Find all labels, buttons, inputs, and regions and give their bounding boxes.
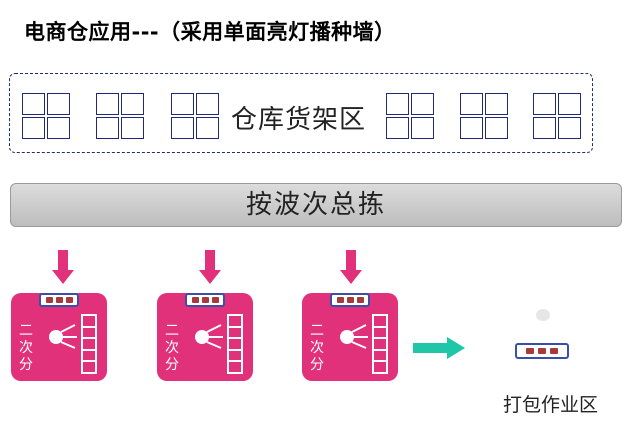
seeding-wall: 二次分 [157, 293, 253, 381]
down-arrow-icon [199, 250, 221, 284]
down-arrow-icon [340, 250, 362, 284]
secondary-sort-label: 二次分 [19, 323, 33, 373]
lamp-icon [340, 324, 368, 349]
slot-column-icon [81, 314, 97, 374]
slot-column-icon [372, 314, 388, 374]
seeding-wall: 二次分 [302, 293, 398, 381]
indicator-light-icon [330, 293, 370, 307]
shelf-zone-label: 仓库货架区 [231, 105, 367, 135]
lamp-icon [49, 324, 77, 349]
pack-zone-label: 打包作业区 [503, 394, 599, 416]
secondary-sort-label: 二次分 [310, 323, 324, 373]
warehouse-shelf-zone: 仓库货架区 [9, 73, 593, 153]
wave-pick-bar: 按波次总拣 [10, 183, 622, 227]
seeding-wall: 二次分 [11, 293, 107, 381]
page-title: 电商仓应用---（采用单面亮灯播种墙） [24, 20, 396, 44]
down-arrow-icon [52, 250, 74, 284]
lamp-icon [195, 324, 223, 349]
secondary-sort-label: 二次分 [165, 323, 179, 373]
indicator-light-icon [185, 293, 225, 307]
shelf-rack-icon [386, 93, 434, 139]
shelf-rack-icon [22, 93, 70, 139]
shelf-rack-icon [533, 93, 581, 139]
right-arrow-icon [413, 337, 465, 359]
shelf-rack-icon [460, 93, 508, 139]
slot-column-icon [227, 314, 243, 374]
shelf-rack-icon [171, 93, 219, 139]
light-dot-icon [536, 309, 550, 321]
shelf-rack-icon [96, 93, 144, 139]
indicator-light-icon [39, 293, 79, 307]
indicator-light-icon [515, 343, 569, 359]
